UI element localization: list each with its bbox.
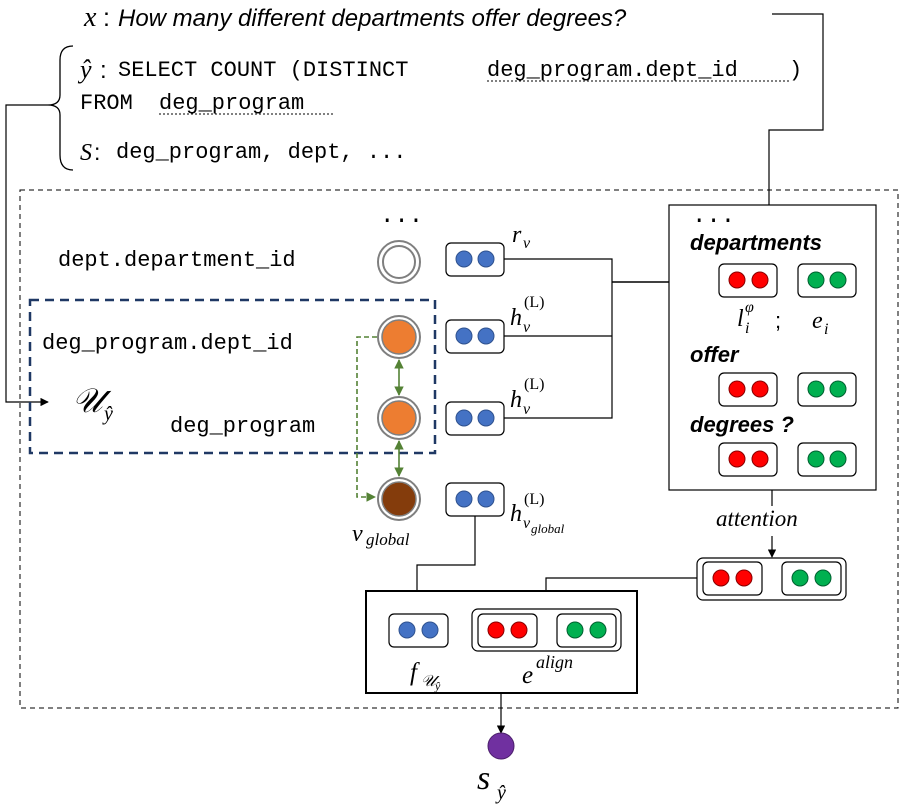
graph-node-dept-department-id xyxy=(377,240,421,284)
schema-sep: : xyxy=(94,139,100,165)
feature-vector-f xyxy=(388,613,449,648)
schema-line: S : deg_program, dept, ... xyxy=(80,139,406,166)
global-node-label: v global xyxy=(352,521,410,549)
node-vector-0 xyxy=(445,242,505,277)
vector-label-h1: h v (L) xyxy=(510,294,544,336)
edge-dept-id-to-global-dashed xyxy=(356,336,377,502)
sql-from-prefix: FROM xyxy=(80,91,146,116)
vector-label-h-global: h v global (L) xyxy=(510,491,565,536)
question-sep: : xyxy=(103,4,110,32)
svg-text:ŷ: ŷ xyxy=(434,679,441,693)
node-label-deg-program: deg_program xyxy=(170,414,315,439)
svg-text:v: v xyxy=(523,319,531,336)
attention-output xyxy=(696,557,847,601)
token-vector-offer-l xyxy=(718,372,778,407)
svg-text:align: align xyxy=(536,652,573,672)
question-text: How many different departments offer deg… xyxy=(118,5,627,32)
global-node-symbol: v xyxy=(352,521,363,547)
svg-text:h: h xyxy=(510,501,522,527)
graph-node-deg-program-dept-id xyxy=(377,315,421,359)
feature-label-e-align: e align xyxy=(522,652,573,689)
question-to-tokens-arrow xyxy=(764,13,824,219)
svg-text:i: i xyxy=(745,320,749,337)
question-line: x : How many different departments offer… xyxy=(83,2,627,33)
svg-text:e: e xyxy=(522,662,533,689)
svg-text:(L): (L) xyxy=(524,376,544,393)
svg-text:v: v xyxy=(523,401,531,418)
svg-text:f: f xyxy=(410,659,420,686)
svg-text:r: r xyxy=(512,222,522,248)
svg-text:(L): (L) xyxy=(524,491,544,508)
token-vector-labels: l i φ ; e i xyxy=(737,299,828,338)
svg-text:𝒰: 𝒰 xyxy=(421,673,440,690)
svg-text:;: ; xyxy=(775,308,781,333)
subgraph-sub: ŷ xyxy=(102,403,113,425)
token-ellipsis: ... xyxy=(692,203,735,230)
svg-text:v: v xyxy=(523,235,531,252)
output-node xyxy=(487,732,515,760)
global-node-sub: global xyxy=(366,530,410,549)
graph-node-global xyxy=(377,477,421,521)
feature-label-f: f 𝒰 ŷ xyxy=(410,659,441,693)
schema-symbol: S xyxy=(80,140,92,166)
token-vector-departments-e xyxy=(797,263,857,298)
svg-text:l: l xyxy=(737,306,744,332)
global-to-feature-arrow xyxy=(412,516,476,615)
sql-sep: : xyxy=(100,57,107,84)
vector-label-r: r v xyxy=(512,222,531,252)
svg-text:e: e xyxy=(812,308,823,334)
svg-text:(L): (L) xyxy=(524,294,544,311)
svg-text:h: h xyxy=(510,387,522,413)
node-vectors-bus xyxy=(504,258,613,419)
svg-text:s: s xyxy=(477,760,490,797)
token-vector-offer-e xyxy=(797,372,857,407)
token-vector-departments-l xyxy=(718,263,778,298)
feature-vector-align xyxy=(471,608,622,652)
question-symbol: x xyxy=(83,2,97,33)
schema-items: deg_program, dept, ... xyxy=(116,140,406,165)
token-vector-degrees-l xyxy=(718,442,778,477)
svg-text:v: v xyxy=(523,515,531,532)
token-vector-degrees-e xyxy=(797,442,857,477)
svg-text:h: h xyxy=(510,305,522,331)
graph-ellipsis: ... xyxy=(380,203,423,230)
svg-text:global: global xyxy=(531,521,565,536)
token-word-offer: offer xyxy=(690,342,740,367)
sql-select-prefix: SELECT COUNT (DISTINCT xyxy=(118,58,422,83)
node-vector-2 xyxy=(445,401,505,436)
node-vector-1 xyxy=(445,319,505,354)
sql-symbol: ŷ xyxy=(77,55,92,84)
subgraph-box xyxy=(28,298,437,455)
node-label-deg-program-dept-id: deg_program.dept_id xyxy=(42,331,293,356)
sql-select-suffix: ) xyxy=(789,58,802,83)
attention-label: attention xyxy=(716,506,798,531)
model-frame xyxy=(19,189,899,709)
sql-select-column: deg_program.dept_id xyxy=(487,58,738,83)
graph-node-deg-program xyxy=(377,396,421,440)
sql-from-table: deg_program xyxy=(159,91,304,116)
svg-text:ŷ: ŷ xyxy=(495,782,506,804)
node-vector-global xyxy=(445,482,505,517)
svg-text:i: i xyxy=(824,321,828,338)
vector-label-h2: h v (L) xyxy=(510,376,544,418)
sql-brace xyxy=(47,45,74,171)
token-word-degrees: degrees ? xyxy=(690,412,794,437)
node-label-dept-department-id: dept.department_id xyxy=(58,248,296,273)
brace-to-subgraph-arrow xyxy=(5,104,49,407)
svg-text:φ: φ xyxy=(745,299,754,316)
sql-line: ŷ : SELECT COUNT (DISTINCT deg_program.d… xyxy=(77,55,802,116)
subgraph-label: 𝒰 ŷ xyxy=(72,383,113,425)
output-label: s ŷ xyxy=(477,760,506,804)
token-word-departments: departments xyxy=(690,230,822,255)
